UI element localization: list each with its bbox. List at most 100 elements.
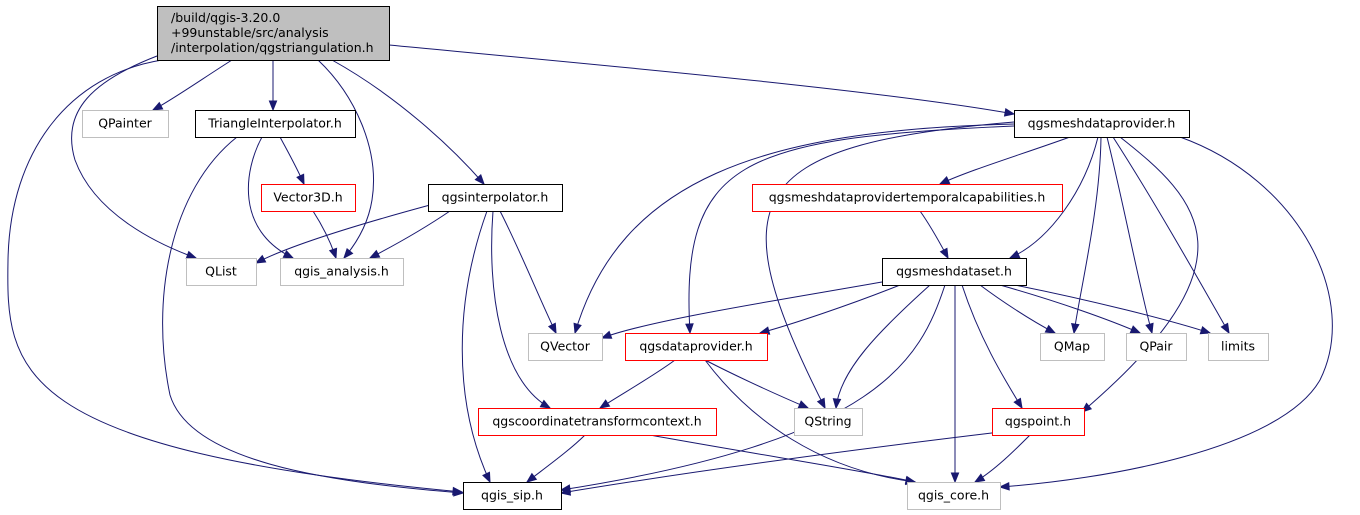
node-qgissip[interactable]: qgis_sip.h: [463, 482, 562, 510]
edge-line: [759, 284, 901, 334]
edge-root-to-triangleinterpolator: [268, 60, 278, 112]
edge-line: [939, 136, 1071, 185]
node-label: qgscoordinatetransformcontext.h: [492, 414, 701, 429]
edge-line: [599, 359, 676, 409]
node-qmap[interactable]: QMap: [1040, 333, 1105, 361]
node-label: qgis_core.h: [918, 488, 989, 503]
node-root[interactable]: /build/qgis-3.20.0+99unstable/src/analys…: [157, 6, 390, 61]
node-box: [992, 408, 1085, 436]
edge-qgsmeshdataset-to-limits: [1014, 284, 1212, 335]
edge-arrowhead: [343, 247, 354, 260]
node-qgscoordinatetransformcontext[interactable]: qgscoordinatetransformcontext.h: [478, 408, 717, 436]
node-box: [1014, 110, 1190, 138]
edge-arrowhead: [539, 399, 552, 409]
node-label: qgsmeshdataprovidertemporalcapabilities.…: [769, 190, 1046, 205]
edge-qgsmeshdataprovider-to-qmap: [1071, 136, 1102, 335]
edge-root-to-qgisanalysis: [317, 59, 374, 260]
edge-line: [255, 204, 431, 264]
edge-arrowhead: [328, 247, 338, 260]
edge-arrowhead: [1220, 322, 1230, 335]
node-label: QPair: [1139, 339, 1173, 354]
edge-line: [649, 434, 916, 483]
edge-arrowhead: [368, 249, 381, 259]
node-qgsdataprovider[interactable]: qgsdataprovider.h: [625, 333, 768, 361]
edge-arrowhead: [1013, 397, 1023, 410]
edge-line: [1106, 136, 1153, 334]
node-box: [1126, 333, 1187, 361]
edge-arrowhead: [474, 173, 485, 186]
edge-arrowhead: [1044, 324, 1057, 334]
edge-arrowhead: [1008, 250, 1021, 259]
edge-arrowhead: [1199, 325, 1212, 335]
edge-arrowhead: [600, 330, 613, 339]
edge-line: [491, 210, 551, 409]
edge-line: [248, 136, 294, 259]
edge-triangleinterpolator-to-vector3d: [279, 136, 305, 186]
node-limits[interactable]: limits: [1208, 333, 1269, 361]
edge-arrowhead: [797, 400, 810, 409]
edge-qgsmeshdataset-to-qpair: [999, 284, 1142, 334]
edge-qgsdataprovider-to-qgscoordinatetransformcontext: [598, 359, 676, 409]
edge-arrowhead: [573, 322, 582, 335]
edge-line: [1112, 136, 1230, 334]
edge-qgspoint-to-qgiscore: [973, 434, 1031, 483]
edge-arrowhead: [685, 323, 694, 335]
node-qgsinterpolator[interactable]: qgsinterpolator.h: [428, 184, 563, 212]
edge-arrowhead: [482, 471, 491, 484]
edge-line: [526, 434, 586, 483]
node-label: /build/qgis-3.20.0: [171, 10, 280, 25]
node-qgsmeshdataprovidertemporalcapabilities[interactable]: qgsmeshdataprovidertemporalcapabilities.…: [752, 184, 1063, 212]
edge-qgsdataprovider-to-qstring: [704, 359, 810, 409]
edge-line: [560, 431, 1001, 494]
node-qgiscore[interactable]: qgis_core.h: [907, 482, 1001, 510]
node-qgsmeshdataset[interactable]: qgsmeshdataset.h: [882, 258, 1027, 286]
edge-arrowhead: [282, 249, 295, 259]
node-qgisanalysis[interactable]: qgis_analysis.h: [280, 258, 404, 286]
edge-line: [688, 125, 1015, 334]
edge-qgsmeshdataset-to-qgissip: [559, 284, 946, 493]
edge-line: [961, 284, 1023, 409]
node-qpair[interactable]: QPair: [1126, 333, 1187, 361]
edge-qgscoordinatetransformcontext-to-qgissip: [525, 434, 586, 483]
node-triangleinterpolator[interactable]: TriangleInterpolator.h: [195, 110, 356, 138]
node-label: qgspoint.h: [1005, 414, 1071, 429]
edge-line: [388, 44, 1015, 115]
node-qvector[interactable]: QVector: [528, 333, 603, 361]
edge-line: [162, 136, 464, 494]
edge-line: [317, 59, 374, 259]
edge-line: [1014, 284, 1211, 334]
node-label: qgsmeshdataprovider.h: [1028, 116, 1176, 131]
edge-arrowhead: [1071, 322, 1080, 335]
edge-qgsmeshdataprovider-to-limits: [1112, 136, 1230, 335]
node-box: [186, 258, 257, 286]
edge-qgsmeshdataprovider-to-qgsdataprovider: [685, 125, 1015, 335]
node-label: qgsinterpolator.h: [442, 190, 549, 205]
node-box: [463, 482, 562, 510]
edge-arrowhead: [525, 472, 538, 483]
edge-line: [1009, 136, 1099, 259]
edge-arrowhead: [296, 173, 305, 186]
node-box: [882, 258, 1027, 286]
node-vector3d[interactable]: Vector3D.h: [261, 184, 356, 212]
node-qstring[interactable]: QString: [794, 408, 863, 436]
edge-qgsmeshdataprovider-to-qgspoint: [1080, 136, 1199, 413]
node-qgspoint[interactable]: qgspoint.h: [992, 408, 1085, 436]
edge-root-to-qpainter: [151, 59, 233, 111]
node-box: [1040, 333, 1105, 361]
edge-root-to-qgsinterpolator: [331, 59, 485, 186]
edge-qgsmeshdataset-to-qgspoint: [961, 284, 1023, 410]
edge-arrowhead: [938, 176, 951, 185]
node-label: QMap: [1054, 339, 1090, 354]
node-qgsmeshdataprovider[interactable]: qgsmeshdataprovider.h: [1014, 110, 1190, 138]
edge-line: [331, 59, 485, 185]
node-qlist[interactable]: QList: [186, 258, 257, 286]
edge-qgsmeshdataprovider-to-qgiscore: [998, 136, 1333, 491]
edge-qgsinterpolator-to-qgscoordinatetransformcontext: [491, 210, 552, 409]
edge-line: [560, 284, 946, 491]
node-box: [195, 110, 356, 138]
node-box: [1208, 333, 1269, 361]
edge-qgsmeshdataprovider-to-qgsmeshdataprovidertemporalcapabilities: [938, 136, 1071, 185]
edge-qgsmeshdataset-to-qmap: [979, 284, 1057, 334]
edge-qgsmeshdataset-to-qgiscore: [950, 285, 960, 484]
node-qpainter[interactable]: QPainter: [82, 110, 169, 138]
